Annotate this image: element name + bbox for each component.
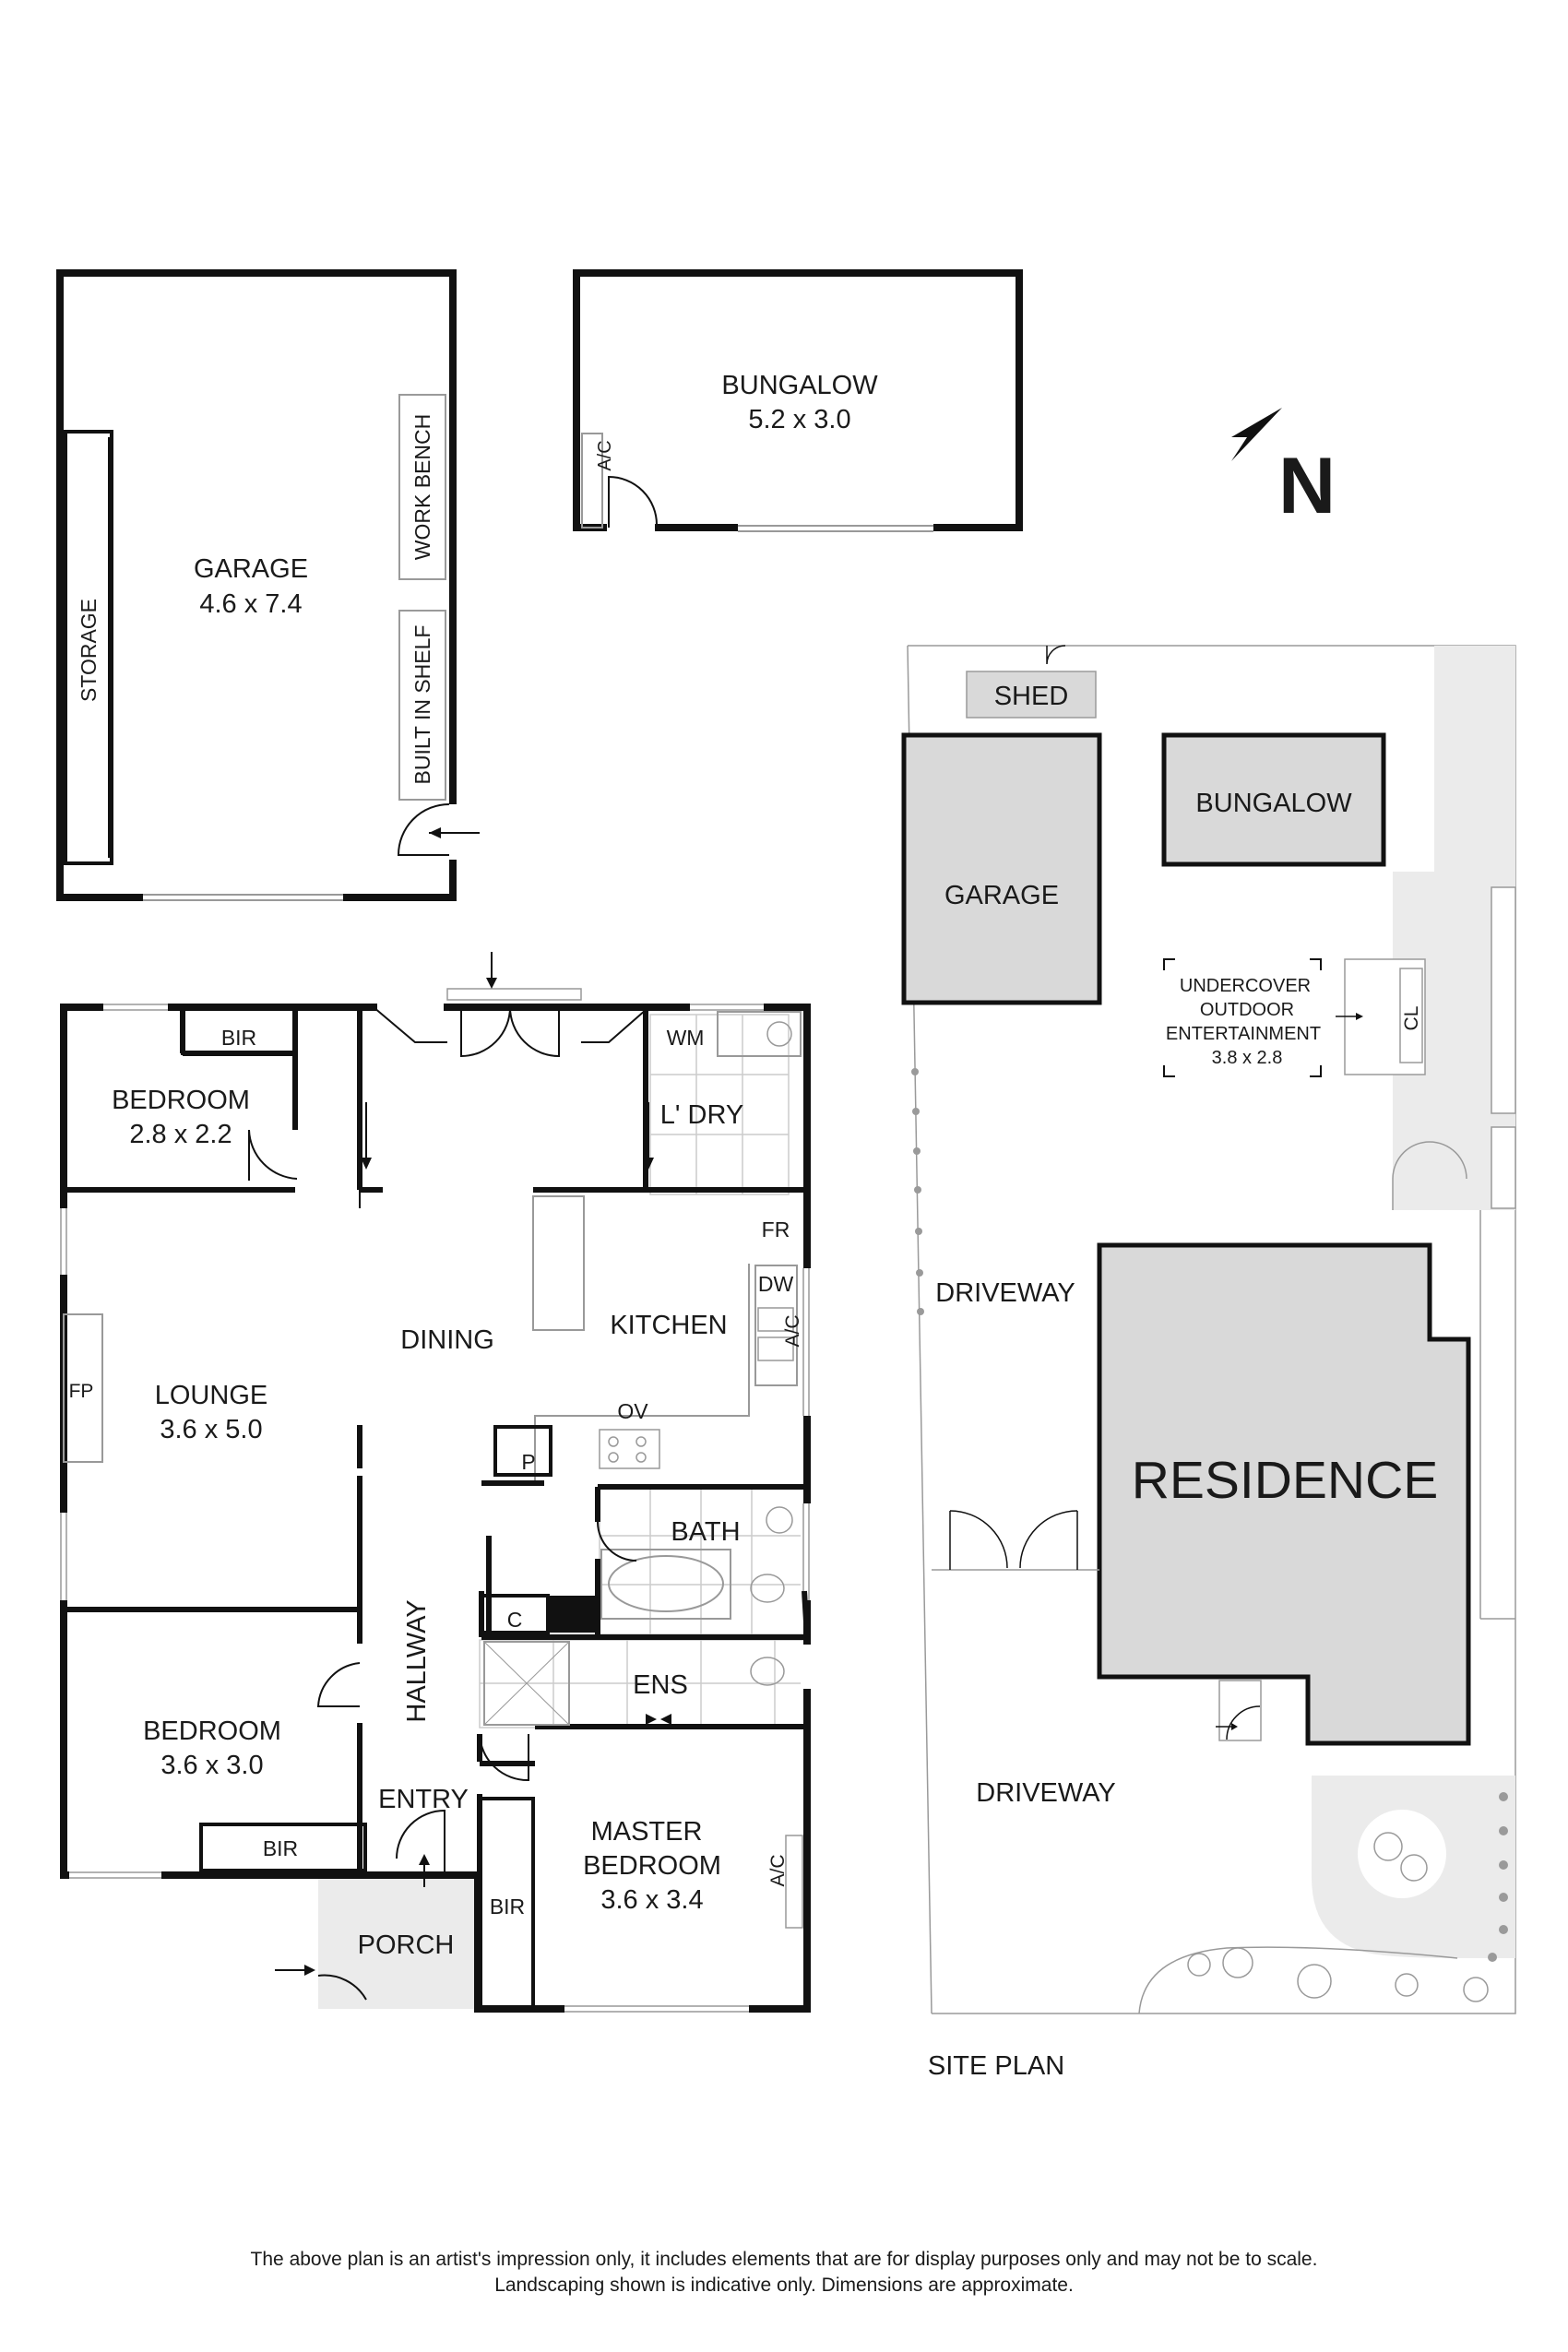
fp-label: FP <box>69 1381 94 1402</box>
lounge-name: LOUNGE <box>155 1381 267 1410</box>
site-plan: SHED GARAGE BUNGALOW UNDERCOVER OUTDOOR … <box>901 645 1516 2081</box>
bedroom-small-dims: 2.8 x 2.2 <box>129 1120 232 1149</box>
bir-front-label: BIR <box>263 1836 298 1860</box>
bungalow-plan-dims: 5.2 x 3.0 <box>748 405 850 434</box>
garage-plan: GARAGE 4.6 x 7.4 STORAGE WORK BENCH BUIL… <box>56 269 480 905</box>
garage-storage <box>64 430 113 865</box>
porch-label: PORCH <box>358 1930 455 1960</box>
disclaimer-line-2: Landscaping shown is indicative only. Di… <box>494 2275 1074 2296</box>
dining-label: DINING <box>400 1325 494 1355</box>
site-undercover-line1: UNDERCOVER <box>1180 976 1311 996</box>
site-shed <box>966 671 1097 719</box>
pantry-label: P <box>521 1450 535 1474</box>
bungalow-plan-name: BUNGALOW <box>721 371 878 400</box>
bath-label: BATH <box>671 1517 740 1547</box>
ac-kitchen-label: A/C <box>782 1314 803 1347</box>
master-dims: 3.6 x 3.4 <box>600 1885 703 1915</box>
garage-plan-dims: 4.6 x 7.4 <box>199 589 302 619</box>
site-undercover-line2: OUTDOOR <box>1200 1000 1294 1020</box>
entry-label: ENTRY <box>378 1785 469 1814</box>
site-garage-label: GARAGE <box>944 881 1059 910</box>
ac-master-label: A/C <box>767 1854 789 1886</box>
garage-built-in-shelf <box>398 610 446 801</box>
dw-label: DW <box>758 1272 794 1296</box>
site-plan-title: SITE PLAN <box>928 2051 1064 2081</box>
bedroom-front-dims: 3.6 x 3.0 <box>160 1751 263 1780</box>
lounge-dims: 3.6 x 5.0 <box>160 1415 262 1444</box>
bungalow-ac-label: A/C <box>595 440 615 470</box>
bir-top-label: BIR <box>221 1026 256 1050</box>
site-bungalow <box>1161 732 1386 867</box>
house-plan: BEDROOM 2.8 x 2.2 BIR WM L' DRY FR DW A/… <box>58 952 813 2015</box>
master-name-line2: BEDROOM <box>583 1851 721 1881</box>
garage-storage-label: STORAGE <box>77 599 101 702</box>
site-driveway-bottom: DRIVEWAY <box>976 1778 1115 1808</box>
north-arrow-icon <box>1231 408 1282 461</box>
kitchen-label: KITCHEN <box>610 1311 727 1340</box>
bir-master-label: BIR <box>490 1895 525 1918</box>
bungalow-plan: A/C BUNGALOW 5.2 x 3.0 <box>573 269 1023 534</box>
site-garage <box>901 732 1102 1005</box>
hallway-label: HALLWAY <box>402 1599 432 1722</box>
garage-walls <box>56 269 457 901</box>
garage-plan-name: GARAGE <box>194 554 308 584</box>
site-cl-label: CL <box>1401 1006 1422 1031</box>
site-driveway-top: DRIVEWAY <box>935 1278 1075 1308</box>
disclaimer: The above plan is an artist's impression… <box>0 2247 1568 2299</box>
house-exterior-wall <box>60 1004 481 1879</box>
north-label: N <box>1278 442 1336 530</box>
bungalow-walls <box>573 269 1023 531</box>
garage-work-bench-label: WORK BENCH <box>410 414 434 560</box>
north-arrow: N <box>1231 408 1336 530</box>
c-label: C <box>507 1608 523 1632</box>
site-boundary <box>908 645 1516 2014</box>
site-shed-label: SHED <box>994 682 1069 711</box>
fr-label: FR <box>762 1218 790 1241</box>
ens-label: ENS <box>633 1670 688 1700</box>
ov-label: OV <box>617 1399 648 1423</box>
porch-area <box>318 1877 478 2009</box>
master-name-line1: MASTER <box>591 1817 703 1847</box>
laundry-label: L' DRY <box>660 1100 743 1130</box>
wm-label: WM <box>667 1026 705 1050</box>
site-bungalow-label: BUNGALOW <box>1195 789 1352 818</box>
site-residence <box>1097 1242 1471 1746</box>
bedroom-small-name: BEDROOM <box>112 1086 250 1115</box>
site-undercover-line3: ENTERTAINMENT <box>1166 1024 1321 1044</box>
garage-work-bench <box>398 394 446 580</box>
site-undercover-dims: 3.8 x 2.8 <box>1212 1048 1283 1068</box>
bedroom-front-name: BEDROOM <box>143 1716 281 1746</box>
disclaimer-line-1: The above plan is an artist's impression… <box>250 2249 1318 2270</box>
garage-built-in-shelf-label: BUILT IN SHELF <box>410 625 434 785</box>
site-residence-label: RESIDENCE <box>1132 1451 1439 1510</box>
